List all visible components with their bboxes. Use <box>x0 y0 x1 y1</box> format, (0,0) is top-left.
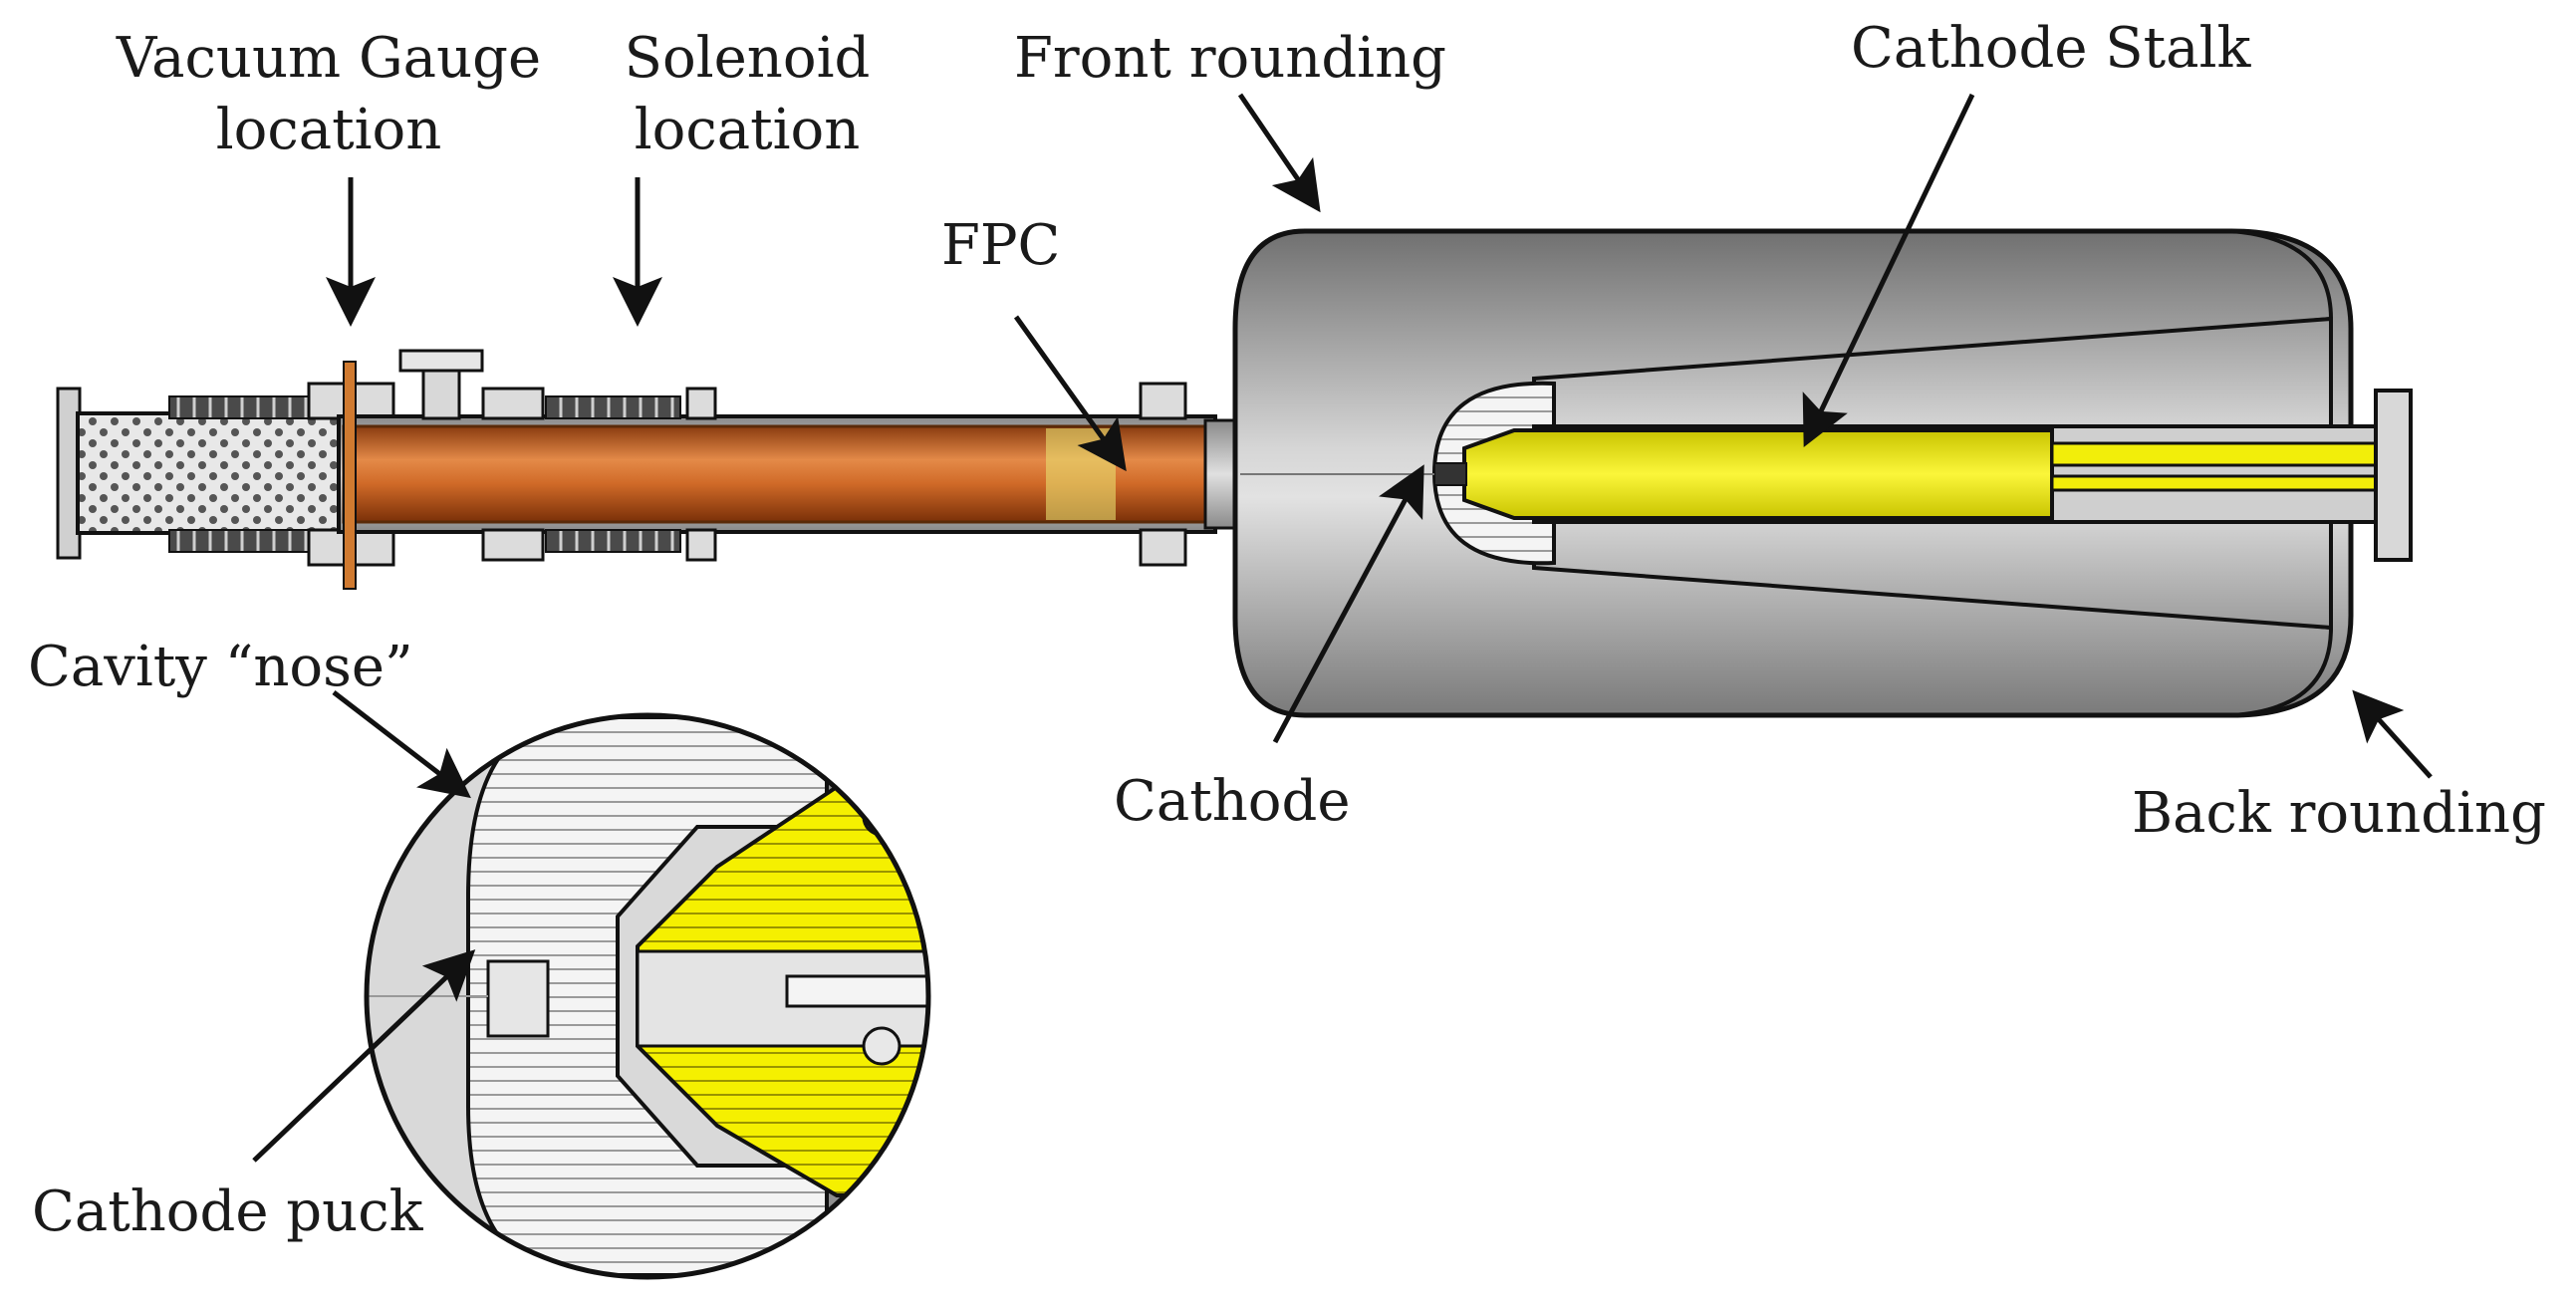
back-rounding <box>1533 229 2334 717</box>
t-port-flange <box>398 349 484 373</box>
inset-circle-border <box>364 712 931 1280</box>
solenoid-bellows-bottom <box>545 529 681 553</box>
arrow-cathode-stalk <box>1802 93 1975 448</box>
solenoid-flange-left-top <box>481 387 545 420</box>
label-back-rounding: Back rounding <box>2132 781 2546 846</box>
arrow-back-rounding <box>2352 689 2433 779</box>
label-cathode-puck: Cathode puck <box>32 1179 423 1244</box>
label-solenoid-line2: location <box>634 98 861 162</box>
solenoid-flange-right-top <box>685 387 717 420</box>
label-cavity-nose: Cavity “nose” <box>28 635 413 699</box>
stalk-rod <box>2050 441 2413 467</box>
label-arrows <box>252 93 2433 1163</box>
solenoid-flange-left-bottom <box>481 528 545 562</box>
arrow-cathode-puck <box>252 949 476 1163</box>
t-port-stem <box>421 365 461 420</box>
beamline <box>56 349 1237 590</box>
cathode-tip <box>1433 462 1467 486</box>
inset-rod <box>785 974 928 1008</box>
solenoid-flange-right-bottom <box>685 528 717 562</box>
label-fpc: FPC <box>941 213 1061 278</box>
label-front-rounding: Front rounding <box>1014 26 1446 91</box>
label-vacuum-gauge-line1: Vacuum Gauge <box>116 26 542 91</box>
label-solenoid-line1: Solenoid <box>624 26 871 91</box>
stalk-rod-lower <box>2050 474 2413 492</box>
vessel-flange-top <box>1139 382 1187 420</box>
inset-zoom <box>364 712 931 1280</box>
solenoid-bellows-top <box>545 395 681 419</box>
gun-vessel <box>1232 228 2413 718</box>
arrow-cavity-nose <box>332 690 471 799</box>
arrow-front-rounding <box>1237 93 1321 213</box>
vessel-flange-bottom <box>1139 528 1187 567</box>
gauge-plate <box>343 361 357 590</box>
right-end-flange <box>2374 389 2413 562</box>
label-cathode: Cathode <box>1114 769 1351 834</box>
cathode-stalk-yellow <box>1462 428 2054 520</box>
arrow-fpc <box>1013 315 1127 472</box>
vessel-neck <box>1203 418 1237 530</box>
arrow-cathode <box>1272 464 1424 744</box>
label-cathode-stalk: Cathode Stalk <box>1851 16 2251 81</box>
mesh-section <box>76 411 349 535</box>
label-vacuum-gauge-line2: location <box>215 98 442 162</box>
inset-cathode-puck <box>486 959 550 1038</box>
